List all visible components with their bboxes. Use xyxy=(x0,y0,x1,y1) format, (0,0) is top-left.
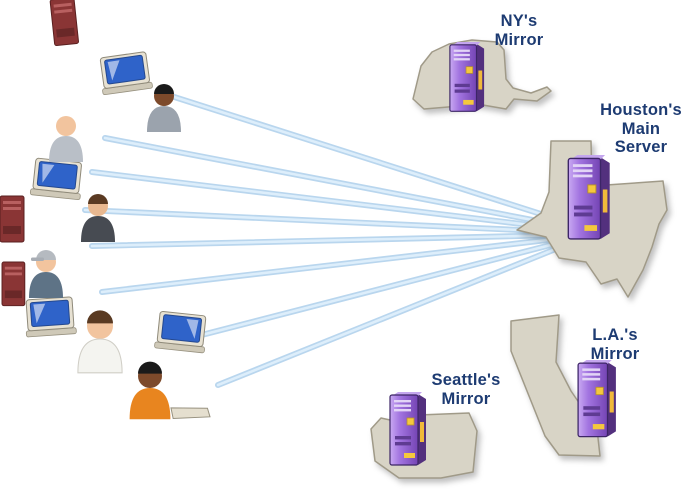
label-la-mirror: L.A.'s Mirror xyxy=(590,326,640,363)
la-mirror-server-icon xyxy=(577,359,617,438)
client-cluster xyxy=(0,0,211,420)
person-user xyxy=(129,361,171,420)
person-user xyxy=(49,116,83,162)
desktop-monitor-icon xyxy=(23,296,77,338)
desktop-monitor-icon xyxy=(97,50,154,96)
person-user xyxy=(81,194,115,242)
connection-lines xyxy=(82,92,571,388)
person-user xyxy=(147,84,181,132)
person-user xyxy=(77,310,123,374)
desktop-monitor-icon xyxy=(29,157,85,201)
ny-mirror-server-icon xyxy=(449,41,485,112)
keyboard-icon xyxy=(170,407,211,419)
label-seattle-mirror: Seattle's Mirror xyxy=(431,371,501,408)
cpu-tower-icon xyxy=(0,195,25,243)
label-ny-mirror: NY's Mirror xyxy=(494,12,544,49)
cpu-tower-icon xyxy=(49,0,80,47)
houston-main-server-icon xyxy=(567,154,611,240)
label-houston-main-server: Houston's Main Server xyxy=(600,101,682,157)
seattle-mirror-server-icon xyxy=(389,391,427,466)
person-user xyxy=(29,250,63,298)
cpu-tower-icon xyxy=(1,261,26,307)
desktop-monitor-icon xyxy=(153,310,209,354)
